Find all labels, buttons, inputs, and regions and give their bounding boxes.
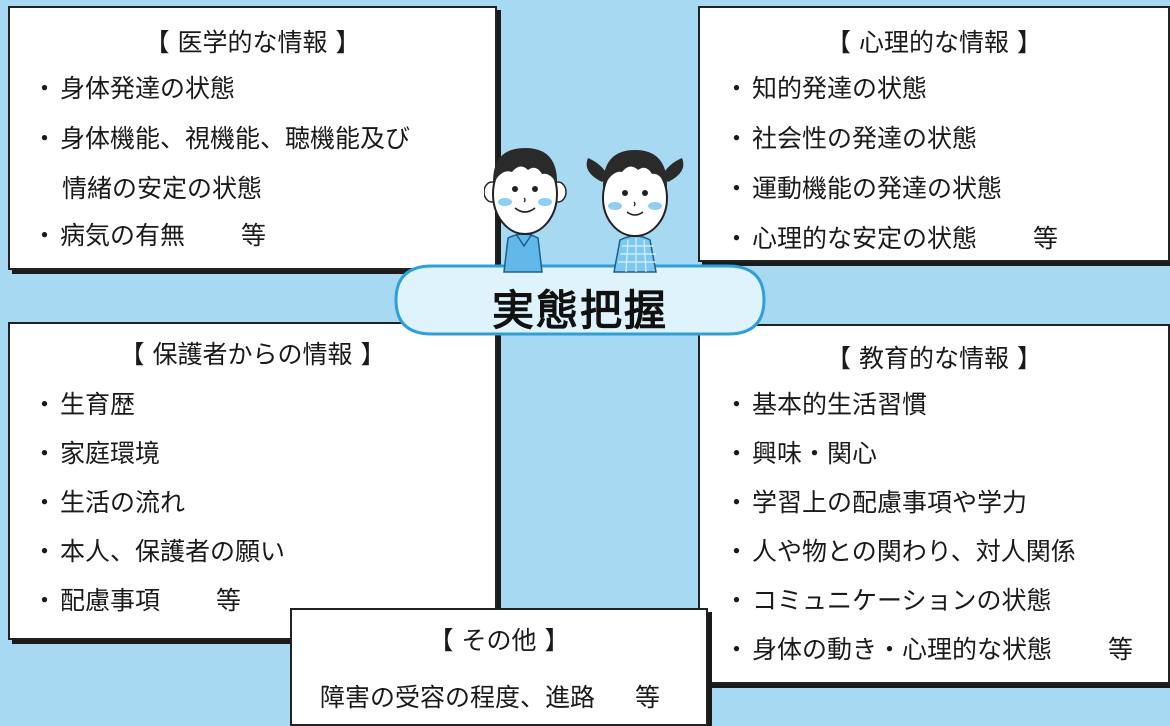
etc-label: 等	[216, 586, 242, 615]
psychological-info-item: 社会性の発達の状態	[724, 125, 1058, 176]
guardian-info-item: 生活の流れ	[32, 489, 285, 539]
psychological-info-panel: 【 心理的な情報 】 知的発達の状態 社会性の発達の状態 運動機能の発達の状態 …	[698, 6, 1170, 262]
other-info-panel: 【 その他 】 障害の受容の程度、進路等	[290, 608, 708, 726]
etc-label: 等	[1033, 224, 1059, 253]
boy-icon	[483, 148, 567, 273]
psychological-info-title: 【 心理的な情報 】	[826, 28, 1042, 57]
etc-label: 等	[241, 221, 267, 250]
medical-info-panel: 【 医学的な情報 】 身体発達の状態 身体機能、視機能、聴機能及び 情緒の安定の…	[8, 6, 497, 270]
center-label: 実態把握	[491, 286, 668, 335]
educational-info-panel: 【 教育的な情報 】 基本的生活習慣 興味・関心 学習上の配慮事項や学力 人や物…	[698, 324, 1170, 684]
banner-shape	[394, 264, 766, 336]
medical-info-title: 【 医学的な情報 】	[144, 28, 361, 57]
medical-info-item: 身体発達の状態	[32, 75, 410, 126]
guardian-info-item: 本人、保護者の願い	[32, 538, 285, 588]
etc-label: 等	[635, 683, 661, 712]
guardian-info-title: 【 保護者からの情報 】	[119, 340, 386, 369]
educational-info-item: 人や物との関わり、対人関係	[724, 538, 1133, 588]
other-info-text: 障害の受容の程度、進路等	[320, 683, 661, 712]
educational-info-item: 基本的生活習慣	[724, 391, 1133, 441]
girl-icon	[586, 150, 684, 273]
educational-info-item: 興味・関心	[724, 440, 1133, 490]
psychological-info-item: 知的発達の状態	[724, 75, 1058, 126]
medical-info-item: 身体機能、視機能、聴機能及び	[32, 125, 410, 176]
etc-label: 等	[1108, 635, 1134, 664]
guardian-info-item: 家庭環境	[32, 440, 285, 490]
guardian-info-panel: 【 保護者からの情報 】 生育歴 家庭環境 生活の流れ 本人、保護者の願い 配慮…	[8, 322, 497, 640]
other-info-title: 【 その他 】	[428, 626, 570, 655]
educational-info-list: 基本的生活習慣 興味・関心 学習上の配慮事項や学力 人や物との関わり、対人関係 …	[724, 391, 1134, 686]
medical-info-item-continuation: 情緒の安定の状態	[62, 174, 263, 203]
educational-info-item: コミュニケーションの状態	[724, 587, 1133, 637]
children-illustration	[483, 142, 714, 280]
guardian-info-item: 生育歴	[32, 391, 285, 441]
educational-info-title: 【 教育的な情報 】	[826, 344, 1042, 373]
center-banner: 実態把握	[392, 262, 768, 338]
psychological-info-item: 運動機能の発達の状態	[724, 175, 1058, 226]
educational-info-item: 学習上の配慮事項や学力	[724, 489, 1133, 539]
